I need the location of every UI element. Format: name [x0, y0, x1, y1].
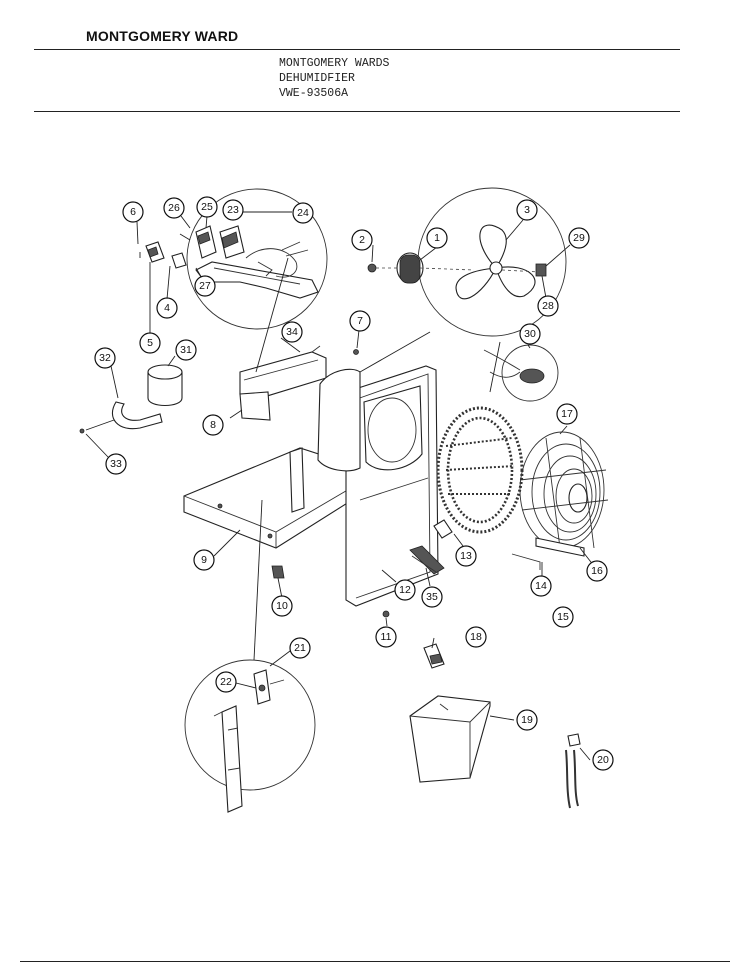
- callout-13: 13: [455, 545, 477, 567]
- svg-text:26: 26: [168, 202, 180, 214]
- callout-9: 9: [193, 549, 215, 571]
- svg-text:22: 22: [220, 676, 232, 688]
- callout-26: 26: [163, 197, 185, 219]
- svg-text:7: 7: [357, 315, 363, 327]
- callout-28: 28: [537, 295, 559, 317]
- callout-23: 23: [222, 199, 244, 221]
- capacitor: [147, 364, 183, 407]
- svg-text:31: 31: [180, 344, 192, 356]
- svg-text:1: 1: [434, 232, 440, 244]
- callout-17: 17: [556, 403, 578, 425]
- fan-guard: [511, 431, 609, 570]
- svg-text:32: 32: [99, 352, 111, 364]
- callout-15: 15: [552, 606, 574, 628]
- evaporator-coil: [433, 406, 524, 539]
- callout-33: 33: [105, 453, 127, 475]
- svg-text:24: 24: [297, 207, 309, 219]
- callout-12: 12: [394, 579, 416, 601]
- svg-text:5: 5: [147, 337, 153, 349]
- detail-circle-control-assembly: [139, 188, 328, 330]
- callout-30: 30: [519, 323, 541, 345]
- svg-text:8: 8: [210, 419, 216, 431]
- callout-11: 11: [375, 626, 397, 648]
- svg-text:12: 12: [399, 584, 411, 596]
- callout-35: 35: [421, 586, 443, 608]
- small-hardware: [271, 349, 390, 618]
- svg-text:33: 33: [110, 458, 122, 470]
- detail-circle-sensor: [483, 344, 559, 402]
- svg-text:4: 4: [164, 302, 170, 314]
- svg-text:15: 15: [557, 611, 569, 623]
- detail-circle-fan-assembly: [367, 187, 567, 337]
- title-line-1: MONTGOMERY WARDS: [279, 57, 390, 70]
- svg-text:35: 35: [426, 591, 438, 603]
- svg-text:17: 17: [561, 408, 573, 420]
- svg-text:14: 14: [535, 580, 547, 592]
- callout-21: 21: [289, 637, 311, 659]
- svg-text:27: 27: [199, 280, 211, 292]
- callout-32: 32: [94, 347, 116, 369]
- callout-29: 29: [568, 227, 590, 249]
- callout-34: 34: [281, 321, 303, 343]
- capacitor-strap: [79, 401, 163, 434]
- svg-text:25: 25: [201, 201, 213, 213]
- callout-19: 19: [516, 709, 538, 731]
- brand-title: MONTGOMERY WARD: [86, 28, 239, 44]
- callout-20: 20: [592, 749, 614, 771]
- callout-group: 1 2 3 4 5 6 7 8 9 10 11 12 13 14 15 16 1…: [94, 196, 614, 771]
- svg-text:19: 19: [521, 714, 533, 726]
- callout-6: 6: [122, 201, 144, 223]
- drain-fitting: [409, 545, 445, 575]
- svg-text:20: 20: [597, 754, 609, 766]
- svg-text:6: 6: [130, 206, 136, 218]
- header-rule-bottom: [34, 111, 680, 112]
- title-line-3: VWE-93506A: [279, 87, 349, 100]
- callout-27: 27: [194, 275, 216, 297]
- model-title-block: MONTGOMERY WARDS DEHUMIDFIER VWE-93506A: [279, 56, 389, 101]
- svg-text:29: 29: [573, 232, 585, 244]
- callout-31: 31: [175, 339, 197, 361]
- svg-text:10: 10: [276, 600, 288, 612]
- callout-5: 5: [139, 332, 161, 354]
- svg-text:3: 3: [524, 204, 530, 216]
- callout-7: 7: [349, 310, 371, 332]
- svg-text:18: 18: [470, 631, 482, 643]
- float: [423, 643, 445, 669]
- svg-text:9: 9: [201, 554, 207, 566]
- water-bucket: [409, 695, 491, 783]
- callout-8: 8: [202, 414, 224, 436]
- callout-4: 4: [156, 297, 178, 319]
- callout-24: 24: [292, 202, 314, 224]
- svg-text:23: 23: [227, 204, 239, 216]
- svg-text:28: 28: [542, 300, 554, 312]
- callout-18: 18: [465, 626, 487, 648]
- callout-22: 22: [215, 671, 237, 693]
- footer-rule: [20, 961, 730, 962]
- detail-circle-humidistat: [184, 659, 316, 813]
- callout-3: 3: [516, 199, 538, 221]
- header-rule-top: [34, 49, 680, 50]
- svg-text:13: 13: [460, 550, 472, 562]
- svg-text:30: 30: [524, 328, 536, 340]
- fan-blade: [455, 224, 536, 300]
- svg-text:21: 21: [294, 642, 306, 654]
- callout-2: 2: [351, 229, 373, 251]
- title-line-2: DEHUMIDFIER: [279, 72, 355, 85]
- callout-16: 16: [586, 560, 608, 582]
- svg-text:11: 11: [381, 631, 392, 643]
- fan-shroud-panel: [317, 365, 439, 607]
- svg-text:16: 16: [591, 565, 603, 577]
- callout-14: 14: [530, 575, 552, 597]
- svg-text:2: 2: [359, 234, 365, 246]
- callout-10: 10: [271, 595, 293, 617]
- mounting-bracket: [239, 345, 327, 421]
- callout-25: 25: [196, 196, 218, 218]
- callout-1: 1: [426, 227, 448, 249]
- svg-text:34: 34: [286, 326, 298, 338]
- power-cord: [565, 733, 581, 809]
